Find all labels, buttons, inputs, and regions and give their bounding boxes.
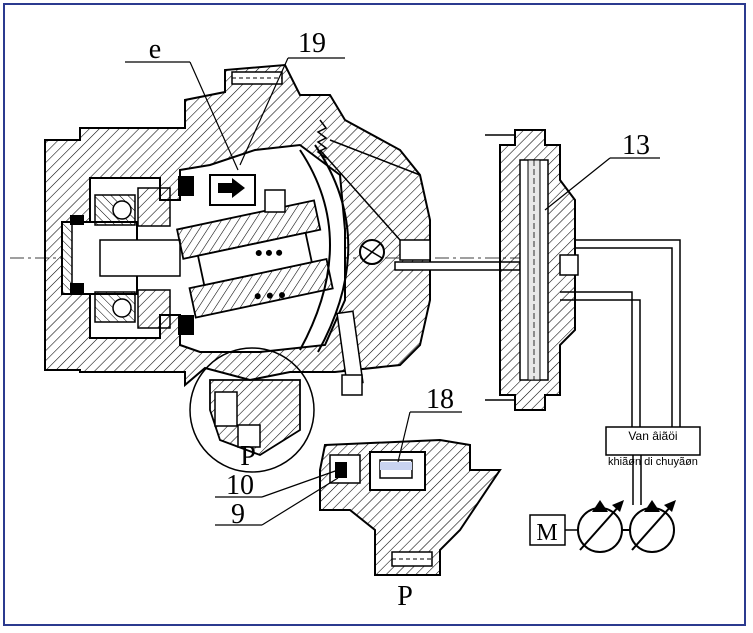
- control-valve-13: [485, 129, 579, 411]
- valve-box: [605, 426, 701, 456]
- label-p-upper: P: [240, 441, 256, 472]
- label-18: 18: [426, 384, 454, 415]
- label-e: e: [149, 34, 161, 65]
- pump-icon: [577, 500, 676, 553]
- motor-m-box: [529, 514, 566, 546]
- motor-m-label: M: [536, 520, 557, 546]
- label-13: 13: [622, 130, 650, 161]
- label-10: 10: [226, 470, 254, 501]
- label-p-lower: P: [397, 581, 413, 612]
- label-19: 19: [298, 28, 326, 59]
- motor-housing: [44, 63, 521, 396]
- valve-box-line1: Van âiãöi: [628, 429, 677, 443]
- detail-view: [319, 438, 502, 576]
- valve-box-line2: khiãøn di chuyãøn: [608, 456, 698, 468]
- flow-arrow-icon: [218, 178, 245, 198]
- hydraulic-lines: [560, 239, 681, 531]
- label-9: 9: [231, 499, 245, 530]
- image-border: [3, 3, 746, 626]
- detail-circle: [189, 347, 315, 473]
- leader-lines: [125, 57, 660, 526]
